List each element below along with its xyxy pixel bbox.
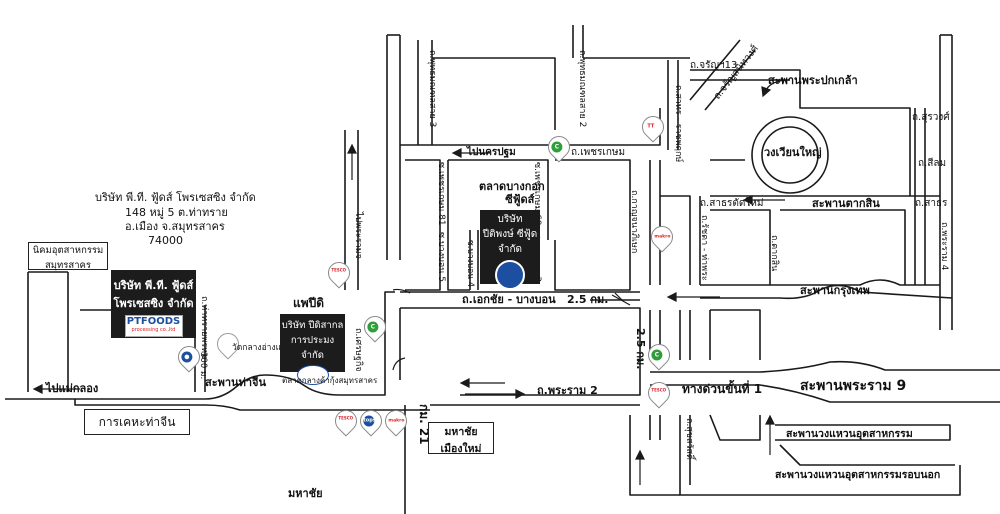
pitipong-line-2: ปีติพงษ์ ซีฟู้ด [482,229,538,240]
ratchada-thaphra-label: ถ.รัชดา - ท่าพระ [699,215,709,281]
tesco-brand-text-2: TESCO [338,415,354,421]
big-c-icon-3: C [651,349,663,361]
bangkok-seafood-market-label: ตลาดบางกอก ซีฟู้ดส์ [479,180,545,206]
phetkasem-label: ถ.เพชรเกษม [571,147,626,158]
harbor-dept-box: การเคหะท่าจีน [84,409,190,435]
pitipong-line-1: บริษัท [497,214,523,225]
mahachai-new-city-line-1: มหาชัย [444,426,478,438]
dist-25-label: 2.5 กม. [567,293,609,306]
top-store-icon: TT [647,123,655,130]
pokklao-bridge-label: สะพานพระปกเกล้า [768,74,858,87]
makro-icon-2: makro [654,232,670,243]
silom-label: ถ.สีลม [918,158,947,169]
to-nakhon-pathom-label: ไปนครปฐม [467,147,516,158]
rama2-road-top [5,291,395,400]
suksawat-label: ถ.สุขสวัสดิ์ [684,418,694,460]
tesco-icon: TESCO [331,268,346,279]
company-address-line-2: 148 หมู่ 5 ต.ท่าทราย [125,206,228,219]
ptfoods-name-line-2: โพรเซสซิง จำกัด [113,297,194,310]
big-c-brand-text-2: C [554,143,560,151]
bangbon4-label: ซ.บางบอน 4 [465,240,475,288]
paepad-company-box: บริษัท ปีดิสากล การประมง จำกัด [280,314,345,385]
big-c-brand-text: C [370,323,376,331]
tops-brand-text: tops [363,417,376,424]
satorn-tatmai-label: ถ.สาธรตัดใหม่ [700,198,764,209]
company-address-line-4: 74000 [148,234,183,247]
pitipong-line-3: จำกัด [497,244,523,255]
big-c-icon-2: C [551,141,563,153]
big-c-icon: C [367,321,379,333]
ptt-icon: ● [181,351,193,363]
mahachai-new-city-line-2: เมืองใหม่ [440,443,482,455]
tha-chin-bridge-label: สะพานท่าจีน [205,376,266,389]
company-address-line-1: บริษัท พี.ที. ฟู้ดส์ โพรเซสซิง จำกัด [95,191,256,204]
ptfoods-logo-sub: processing co.,ltd [131,327,176,333]
paepad-label: แพปีดิ [293,296,325,310]
shrimp-market-label: ตลาดกลางค้ากุ้งสมุทรสาคร [282,376,378,385]
rama9-bridge-label: สะพานพระราม 9 [800,378,907,394]
rama2-road-east [400,307,641,396]
pitipong-logo [495,260,525,290]
to-phra-ram-road-label: ไปพระรามจ [353,212,363,259]
ptfoods-logo-text: PTFOODS [126,316,181,327]
dist-25-vert-label: 2.5 กม. [634,328,647,370]
company-address-line-3: อ.เมือง จ.สมุทรสาคร [125,220,225,233]
pitipong-company-box: บริษัท ปีติพงษ์ ซีฟู้ด จำกัด [480,210,540,290]
taksin-bridge-label: สะพานตากสิน [812,197,880,210]
expressway-label: ทางด่วนขั้นที่ 1 [682,382,763,396]
tesco-icon-3: TESCO [651,388,666,399]
mahachai-new-city-box: มหาชัย เมืองใหม่ [428,422,494,455]
mahachai-label: มหาชัย [288,487,323,500]
makro-brand-text: makro [388,418,405,424]
tesco-icon-2: TESCO [338,416,353,427]
rama9-road [650,360,1000,373]
charan13-label: ถ.จรัญฯ13 [690,60,738,71]
ptfoods-logo: PTFOODS processing co.,ltd [124,315,183,337]
petch81-label: ซ.เพชรเกษม 81 [436,162,446,226]
industrial-estate-line-2: สมุทรสาคร [44,260,91,271]
to-mae-klong-label: ไปแม่กลอง [46,382,99,395]
sathorn-label: ถ.สาธร [915,198,948,209]
makro-brand-text-2: makro [654,234,671,240]
paepad-company-line-1: บริษัท ปีดิสากล [281,320,344,331]
wat-label: วัดกลางอ่างแก้ว [232,343,291,353]
tops-icon: tops [363,415,376,427]
paepad-logo [296,365,329,385]
bangbon5-label: ซ.บางบอน 5 [436,232,446,282]
industrial-estate-line-1: นิคมอุตสาหกรรม [32,245,104,256]
setthakit-road-label: ถ.เศรษฐกิจ [353,328,363,372]
rama2-road-bottom [74,399,430,411]
paepad-company-line-2: การประมง จำกัด [290,335,335,361]
ekachai-road-label: ถ.เอกชัย - บางบอน [462,293,556,306]
surawong-label: ถ.สุรวงศ์ [912,112,950,123]
taksin-road-label: ถ.ตากสิน [769,235,779,272]
makro-icon: makro [388,416,404,427]
tesco-brand-text-3: TESCO [651,387,667,393]
tesco-brand-text: TESCO [331,267,347,273]
harbor-dept-label: การเคหะท่าจีน [98,415,176,429]
wongwian-yai-label: วงเวียนใหญ่ [764,146,822,159]
satorn-ratchaphruek-label: ถ.สาทร - ราชพฤกษ์ [673,85,683,163]
tha-sai-road-label: ถ.ท่าทรายพรหม [199,296,209,360]
ptfoods-name-line-1: บริษัท พี.ที. ฟู้ดส์ [113,279,194,292]
rama4-label: ถ.พระราม 4 [939,222,949,271]
rama2-road-label: ถ.พระราม 2 [537,384,598,397]
industrial-ring-label: สะพานวงแหวนอุตสาหกรรม [786,428,913,440]
phutthamonthon3-label: ถ.พุทธมณฑลสาย 3 [427,50,437,128]
industrial-ring-outer-label: สะพานวงแหวนอุตสาหกรรมรอบนอก [775,469,941,481]
kanchanaphisek-label: ถ.กาญจนาภิเษก [629,190,639,254]
phutthamonthon2-label: ถ.พุทธมณฑลสาย 2 [577,50,587,128]
bangkok-market-line-2: ซีฟู้ดส์ [505,192,535,206]
krungthep-bridge-label: สะพานกรุงเทพ [800,284,870,297]
bangkok-market-line-1: ตลาดบางกอก [479,180,545,193]
big-c-brand-text-3: C [654,351,660,359]
ptfoods-company-box: บริษัท พี.ที. ฟู้ดส์ โพรเซสซิง จำกัด PTF… [111,270,196,338]
industrial-estate-box: นิคมอุตสาหกรรม สมุทรสาคร [28,242,108,271]
wongwian-yai-circle [751,116,829,194]
